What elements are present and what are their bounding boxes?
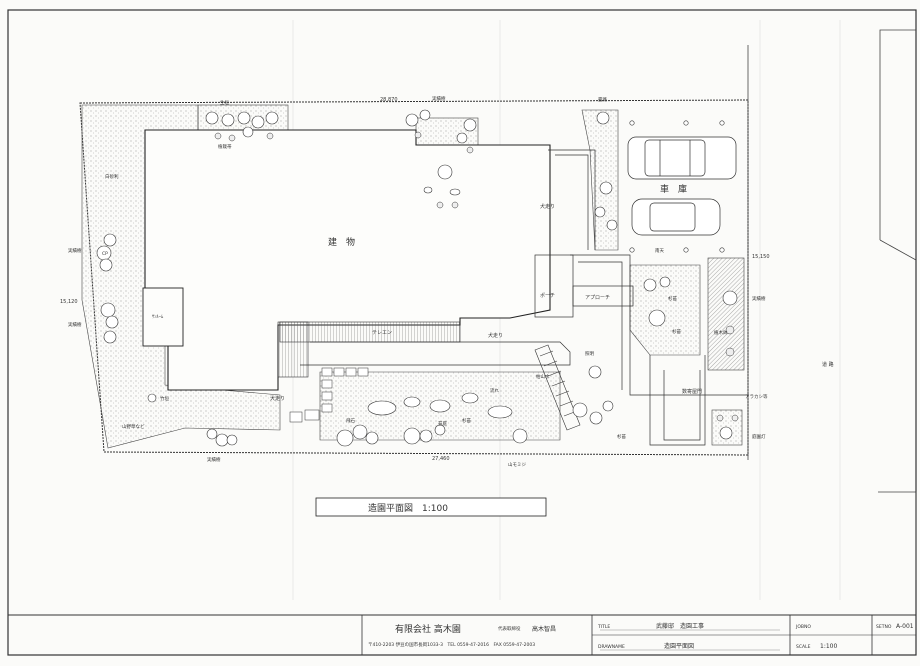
rep-label: 代表取締役 <box>498 625 521 632</box>
title-block <box>7 614 917 656</box>
company-address: 〒410-2203 伊豆の国市長岡1033-3 TEL 0559-47-2016… <box>368 641 535 648</box>
label-hedge-left: 実績樹 <box>68 247 82 254</box>
terrace <box>279 321 461 343</box>
title-value: 武藤邸 造園工事 <box>656 622 704 630</box>
label-garage: 車 庫 <box>660 183 687 195</box>
drawname-value: 造園平面図 <box>664 642 694 650</box>
trees <box>96 109 738 447</box>
label-hedge-bottom: 実績樹 <box>207 456 221 463</box>
road-edges <box>747 29 917 580</box>
garage-posts <box>629 120 725 253</box>
title-label: TITLE <box>597 624 610 630</box>
label-cedar-2: 杉苔 <box>617 433 626 440</box>
label-mountain: 山野草など <box>122 423 145 430</box>
company-name: 有限会社 高木園 <box>395 623 461 635</box>
label-hedge-garage: 植栽帯 <box>218 143 232 150</box>
label-bamboo: 竹垣 <box>160 395 169 402</box>
label-moss: 苔庭 <box>438 420 447 427</box>
label-hedge-left2: 実績樹 <box>68 321 82 328</box>
building <box>142 129 551 391</box>
label-stream: 流れ <box>490 387 499 394</box>
drawing-title: 造園平面図 1:100 <box>368 502 448 514</box>
label-step: 飛石 <box>346 418 355 424</box>
dim-right: 15,150 <box>752 254 770 260</box>
label-pot: 植木鉢 <box>714 329 728 336</box>
label-dog-run-2: 犬走り <box>488 332 503 339</box>
dim-left: 15,120 <box>60 299 78 305</box>
drawname-label: DRAWNAME <box>598 644 625 650</box>
label-road: 道 路 <box>822 361 834 368</box>
label-garden-top: 露路 <box>598 96 607 103</box>
label-dog-run-1: 犬走り <box>540 203 555 210</box>
rep-name: 高木智昌 <box>532 625 556 633</box>
label-arakashi: アラカシ等 <box>745 393 768 400</box>
label-gate: 数寄屋門 <box>682 388 702 395</box>
walkways <box>300 149 748 446</box>
paving-stones <box>289 367 369 423</box>
label-nandina: 南天 <box>655 247 664 254</box>
cars <box>627 136 737 236</box>
label-road-tree: 山モミジ <box>508 461 526 468</box>
scale-label: SCALE <box>796 644 811 650</box>
label-dry-garden: 枯山水 <box>536 373 550 380</box>
label-lantern: 庭園灯 <box>752 433 766 440</box>
setno-label: SETNO <box>876 624 892 630</box>
sunroom <box>142 287 184 347</box>
label-sunroom: ｻﾝﾙｰﾑ <box>152 314 164 320</box>
garden-stones <box>367 164 513 419</box>
label-hedge-right: 実績樹 <box>752 295 766 302</box>
label-terrace: テレエン <box>372 330 392 336</box>
label-porch: ポーチ <box>540 292 555 299</box>
label-hedge-top-2: 実績樹 <box>432 95 446 102</box>
label-cedar-3: 杉苔 <box>668 295 677 302</box>
label-hedge-top: 生垣 <box>220 99 229 106</box>
drawing-title-box <box>315 497 547 517</box>
dim-bottom: 27,460 <box>432 456 450 462</box>
shrubs <box>214 131 739 422</box>
label-cedar: 杉苔 <box>462 417 471 424</box>
label-approach: アプローチ <box>585 295 610 301</box>
label-building: 建 物 <box>328 236 355 248</box>
setno-value: A-001 <box>896 623 914 630</box>
label-planting-top: 白砂利 <box>105 173 119 180</box>
dim-top: 28,870 <box>380 97 398 103</box>
label-dog-run-3: 犬走り <box>270 395 285 402</box>
label-cp: CP <box>102 251 108 257</box>
label-garden-light: 照明 <box>585 351 594 357</box>
scale-value: 1:100 <box>820 643 837 650</box>
jobno-label: JOBNO <box>795 624 811 630</box>
label-cedar-4: 杉苔 <box>672 328 681 335</box>
